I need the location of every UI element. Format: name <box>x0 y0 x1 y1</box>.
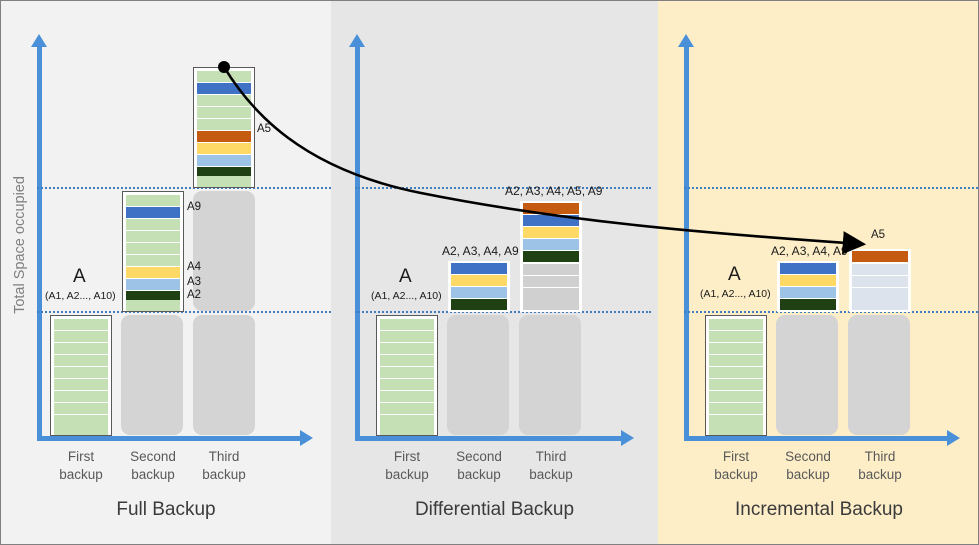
incr-second-backup-bar[interactable] <box>777 261 839 312</box>
xcat-third-backup: Third backup <box>511 448 591 484</box>
full-third-backup-bar[interactable] <box>193 67 255 188</box>
ghost-block-col3-lower <box>848 315 910 435</box>
x-axis-line <box>37 436 302 441</box>
panel-title-differential-backup: Differential Backup <box>414 499 575 520</box>
y-axis-label: Total Space occupied <box>12 176 28 314</box>
diff-third-backup-bar[interactable] <box>520 201 582 312</box>
panel-title-full-backup: Full Backup <box>116 499 216 520</box>
panel-differential-backup: A2, A3, A4, A9 A2, A3, A4, A5, A9 A (A1,… <box>331 1 658 544</box>
xcat-second-line1: Second <box>785 449 831 464</box>
diff-third-backup-label: A2, A3, A4, A5, A9 <box>505 184 603 198</box>
segment-label-a4: A4 <box>187 261 202 273</box>
ghost-block-col3-lower <box>193 315 255 435</box>
ghost-block-col2-lower <box>121 315 183 435</box>
xcat-second-backup: Second backup <box>113 448 193 484</box>
ghost-block-col3-mid <box>193 191 255 311</box>
xcat-second-line2: backup <box>457 467 501 482</box>
guide-line-lower <box>684 311 978 313</box>
xcat-third-line2: backup <box>858 467 902 482</box>
ghost-block-col2-lower <box>447 315 509 435</box>
y-axis-line <box>37 46 42 441</box>
xcat-third-line1: Third <box>535 449 567 464</box>
xcat-second-line1: Second <box>130 449 176 464</box>
y-axis-line <box>684 46 689 441</box>
xcat-third-backup: Third backup <box>840 448 920 484</box>
diff-second-backup-label: A2, A3, A4, A9 <box>442 244 519 258</box>
y-axis-arrow-icon <box>678 34 694 47</box>
x-axis-line <box>684 436 949 441</box>
xcat-first-line1: First <box>393 449 421 464</box>
full-second-backup-bar[interactable] <box>122 191 184 312</box>
x-axis-arrow-icon <box>300 430 313 446</box>
segment-label-a9: A9 <box>187 201 202 213</box>
dataset-sublabel: (A1, A2..., A10) <box>700 288 771 300</box>
panel-full-backup: Total Space occupied <box>1 1 331 544</box>
y-axis-arrow-icon <box>349 34 365 47</box>
y-axis-line <box>355 46 360 441</box>
incr-second-backup-label: A2, A3, A4, A9 <box>771 244 848 258</box>
xcat-second-line1: Second <box>456 449 502 464</box>
panel-title-incremental-backup: Incremental Backup <box>735 499 903 520</box>
segment-label-a2: A2 <box>187 289 202 301</box>
xcat-first-line2: backup <box>385 467 429 482</box>
dataset-sublabel: (A1, A2..., A10) <box>371 290 442 302</box>
diff-second-backup-bar[interactable] <box>448 261 510 312</box>
annotation-start-dot-icon <box>218 61 230 73</box>
xcat-first-line2: backup <box>59 467 103 482</box>
xcat-first-line1: First <box>67 449 95 464</box>
xcat-third-backup: Third backup <box>184 448 264 484</box>
annotation-target-label: A5 <box>871 229 886 241</box>
xcat-second-backup: Second backup <box>768 448 848 484</box>
xcat-first-backup: First backup <box>367 448 447 484</box>
guide-line-lower <box>37 311 331 313</box>
x-axis-arrow-icon <box>621 430 634 446</box>
dataset-label-a: A <box>399 266 412 287</box>
xcat-first-backup: First backup <box>41 448 121 484</box>
dataset-label-a: A <box>728 264 741 285</box>
diff-first-backup-bar[interactable] <box>376 315 438 436</box>
xcat-third-line2: backup <box>202 467 246 482</box>
guide-line-upper <box>684 187 978 189</box>
x-axis-arrow-icon <box>947 430 960 446</box>
dataset-label-a: A <box>73 266 86 287</box>
ghost-block-col3-lower <box>519 315 581 435</box>
incr-first-backup-bar[interactable] <box>705 315 767 436</box>
xcat-first-line1: First <box>722 449 750 464</box>
xcat-third-line1: Third <box>864 449 896 464</box>
xcat-third-line2: backup <box>529 467 573 482</box>
panel-incremental-backup: A2, A3, A4, A9 A5 A (A1, A2..., A10) Fir… <box>658 1 978 544</box>
xcat-first-line2: backup <box>714 467 758 482</box>
segment-label-a3: A3 <box>187 276 202 288</box>
y-axis-arrow-icon <box>31 34 47 47</box>
incr-third-backup-bar[interactable] <box>849 249 911 312</box>
xcat-second-line2: backup <box>786 467 830 482</box>
xcat-second-backup: Second backup <box>439 448 519 484</box>
annotation-source-label: A5 <box>257 123 272 135</box>
ghost-block-col2-lower <box>776 315 838 435</box>
xcat-third-line1: Third <box>208 449 240 464</box>
guide-line-lower <box>355 311 651 313</box>
guide-line-upper <box>355 187 651 189</box>
xcat-second-line2: backup <box>131 467 175 482</box>
guide-line-upper <box>37 187 331 189</box>
xcat-first-backup: First backup <box>696 448 776 484</box>
dataset-sublabel: (A1, A2..., A10) <box>45 290 116 302</box>
x-axis-line <box>355 436 623 441</box>
full-first-backup-bar[interactable] <box>50 315 112 436</box>
